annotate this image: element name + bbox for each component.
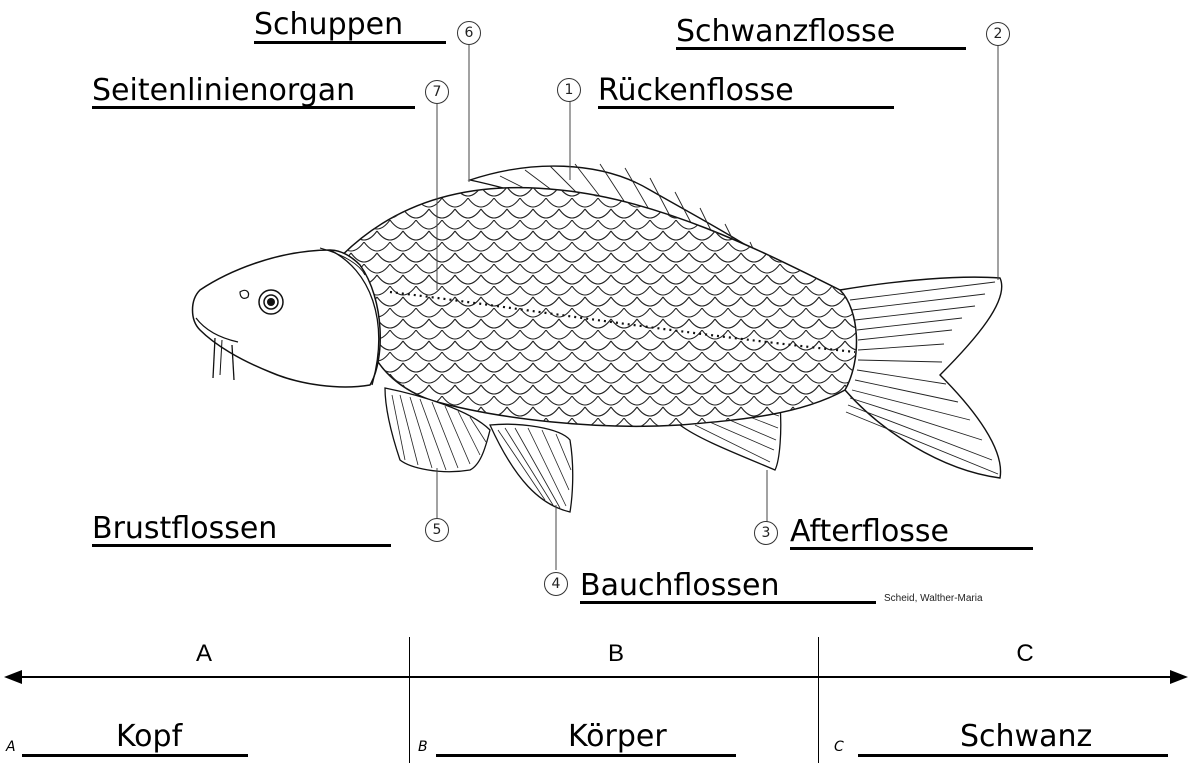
answer-c-line (858, 754, 1168, 757)
answer-c-letter: C (834, 739, 844, 755)
label-bauchflossen: Bauchflossen (580, 569, 779, 603)
section-b-heading: B (586, 640, 646, 668)
answer-a-line (22, 754, 248, 757)
answer-c-word: Schwanz (960, 720, 1092, 754)
section-a-heading: A (174, 640, 234, 668)
label-rueckenflosse: Rückenflosse (598, 74, 794, 108)
answer-a-letter: A (6, 739, 16, 755)
label-afterflosse: Afterflosse (790, 515, 949, 549)
answer-b-word: Körper (568, 720, 667, 754)
answer-a-word: Kopf (116, 720, 182, 754)
divider-ab (409, 637, 410, 763)
label-seitenlinienorgan: Seitenlinienorgan (92, 74, 355, 108)
label-schwanzflosse: Schwanzflosse (676, 15, 895, 49)
answer-b-letter: B (418, 739, 428, 755)
divider-bc (818, 637, 819, 763)
label-schuppen: Schuppen (254, 8, 403, 42)
answer-b-line (436, 754, 736, 757)
label-brustflossen: Brustflossen (92, 512, 277, 546)
section-c-heading: C (995, 640, 1055, 668)
